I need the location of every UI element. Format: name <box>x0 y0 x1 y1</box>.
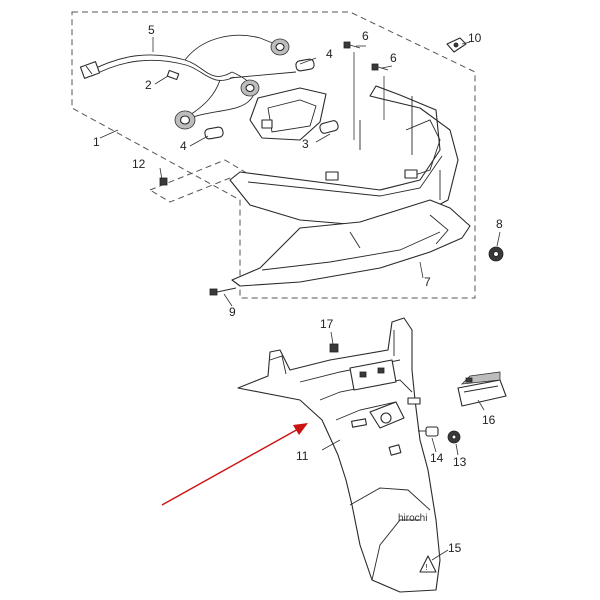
callout-15: 15 <box>448 541 462 555</box>
grommet <box>159 177 168 186</box>
rear-fender <box>237 317 441 593</box>
connector-plug <box>79 61 101 79</box>
bulb-socket <box>270 38 290 56</box>
svg-text:!: ! <box>426 563 428 572</box>
nut-icon <box>447 430 461 444</box>
callout-12: 12 <box>132 157 146 171</box>
callout-3: 3 <box>302 137 309 151</box>
bulb-icon <box>295 58 315 72</box>
callout-6-b: 6 <box>390 51 397 65</box>
nut-icon <box>329 343 339 353</box>
callout-1: 1 <box>93 135 100 149</box>
clip <box>166 69 180 81</box>
callout-2: 2 <box>145 78 152 92</box>
group-outline <box>71 11 476 299</box>
bulb-socket <box>240 79 260 97</box>
callout-14: 14 <box>430 451 444 465</box>
clip-icon <box>446 37 467 53</box>
wire-harness <box>87 34 297 119</box>
callout-16: 16 <box>482 413 496 427</box>
leader-lines-upper <box>99 37 501 307</box>
callout-6-a: 6 <box>362 29 369 43</box>
callout-7: 7 <box>424 275 431 289</box>
warning-label-icon: ! <box>419 555 437 573</box>
leader-lines-lower <box>321 331 485 561</box>
callout-4-top: 4 <box>326 47 333 61</box>
callout-5: 5 <box>148 23 155 37</box>
watermark-text: hirochi <box>398 513 427 524</box>
callout-labels: 5 2 1 12 4 4 3 6 6 10 8 7 9 17 11 16 14 … <box>93 23 503 555</box>
group-12-outline <box>148 159 247 203</box>
nut-icon <box>488 246 504 262</box>
callout-10: 10 <box>468 31 482 45</box>
callout-13: 13 <box>453 455 467 469</box>
mount-bracket <box>351 397 421 456</box>
pointer-arrow <box>161 423 308 506</box>
bulb-icon <box>319 120 339 134</box>
bulb-icon <box>204 126 224 140</box>
callout-17: 17 <box>320 317 334 331</box>
screw-icon <box>209 287 237 296</box>
callout-4-left: 4 <box>180 139 187 153</box>
callout-9: 9 <box>229 305 236 319</box>
screw-icon <box>371 63 389 71</box>
screw-icon <box>343 41 361 49</box>
callout-11: 11 <box>296 449 309 463</box>
callout-8: 8 <box>496 217 503 231</box>
tail-lens-frame <box>229 85 459 226</box>
bolt-icon <box>418 426 439 437</box>
license-light-box <box>349 359 397 391</box>
bulb-socket <box>174 110 196 130</box>
tail-light-housing <box>249 87 327 141</box>
reflector <box>457 371 507 407</box>
lower-cover <box>231 199 471 287</box>
